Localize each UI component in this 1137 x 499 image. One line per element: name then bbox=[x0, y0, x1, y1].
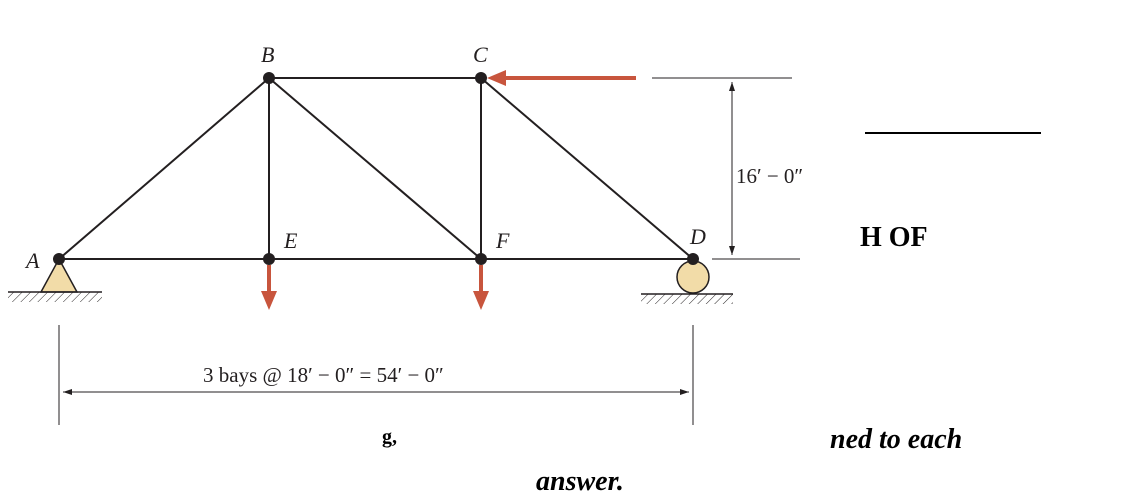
joint-E bbox=[263, 253, 275, 265]
node-label-C: C bbox=[473, 42, 488, 67]
span-dimension-label: 3 bays @ 18′ − 0″ = 54′ − 0″ bbox=[203, 363, 444, 387]
answer-fragment: answer. bbox=[536, 466, 624, 497]
load-arrow-F bbox=[473, 265, 489, 310]
node-label-D: D bbox=[689, 224, 706, 249]
node-label-F: F bbox=[495, 228, 510, 253]
pin-support bbox=[8, 257, 102, 302]
node-label-A: A bbox=[24, 248, 40, 273]
load-arrow-E bbox=[261, 265, 277, 310]
member-AB bbox=[58, 77, 270, 260]
height-dimension bbox=[652, 77, 800, 260]
joint-B bbox=[263, 72, 275, 84]
joints bbox=[53, 72, 699, 265]
joint-D bbox=[687, 253, 699, 265]
joint-F bbox=[475, 253, 487, 265]
member-CD bbox=[480, 77, 694, 260]
member-BF bbox=[268, 77, 482, 260]
load-arrows bbox=[261, 70, 636, 310]
node-label-B: B bbox=[261, 42, 274, 67]
truss-members bbox=[58, 77, 694, 260]
joint-A bbox=[53, 253, 65, 265]
answer-blank-line bbox=[865, 132, 1041, 134]
roller-support bbox=[641, 260, 733, 304]
joint-C bbox=[475, 72, 487, 84]
instruction-fragment: ned to each bbox=[830, 424, 963, 455]
span-dimension bbox=[58, 325, 694, 425]
heading-fragment: H OF bbox=[860, 222, 928, 253]
node-label-E: E bbox=[283, 228, 298, 253]
load-arrow-C bbox=[487, 70, 636, 86]
partial-glyph-fragment: g, bbox=[382, 426, 397, 448]
height-dimension-label: 16′ − 0″ bbox=[736, 164, 803, 188]
